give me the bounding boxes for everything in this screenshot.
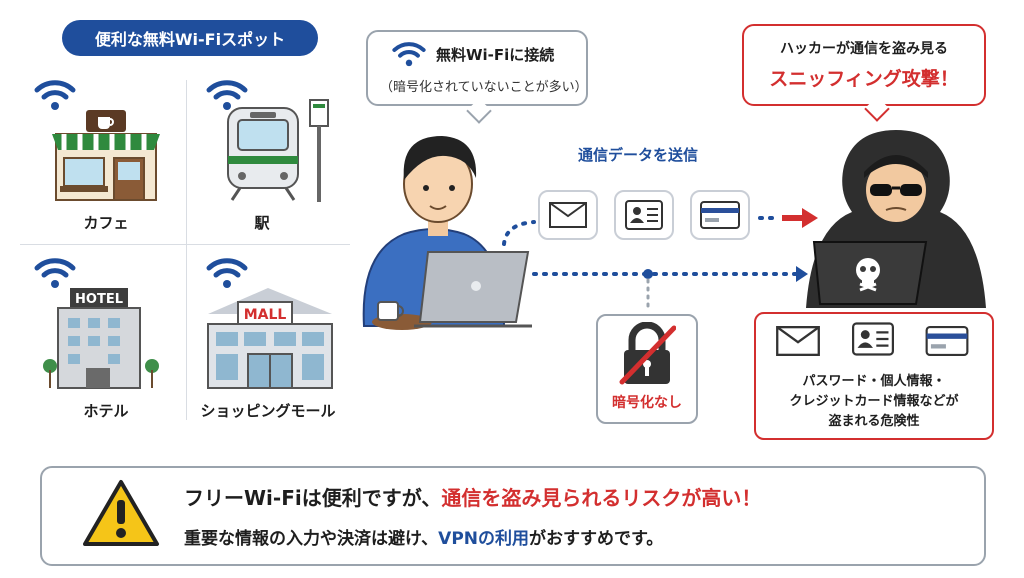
credit-card-icon xyxy=(925,326,969,356)
wifi-icon xyxy=(392,42,426,67)
spot-label-station: 駅 xyxy=(254,214,270,232)
wifi-icon xyxy=(206,258,248,288)
spot-label-mall: ショッピングモール xyxy=(200,402,336,420)
spot-label-cafe: カフェ xyxy=(83,214,129,232)
warning-headline: フリーWi-Fiは便利ですが、通信を盗み見られるリスクが高い！ xyxy=(184,482,761,511)
mall-sign: MALL xyxy=(244,307,287,323)
wifi-icon xyxy=(34,80,76,110)
danger-line-3: 盗まれる危険性 xyxy=(828,414,920,429)
train-icon xyxy=(227,99,329,202)
mall-icon: MALL xyxy=(207,288,333,389)
wifi-icon xyxy=(34,258,76,288)
warning-headline-risk: 通信を盗み見られるリスクが高い！ xyxy=(441,486,762,510)
send-data-label: 通信データを送信 xyxy=(578,146,699,164)
warning-advice-part-3: がおすすめです。 xyxy=(529,529,664,549)
hacker-bubble-caption: ハッカーが通信を盗み見る xyxy=(780,41,948,57)
warning-banner xyxy=(40,466,986,566)
unlocked-padlock-icon xyxy=(619,322,676,385)
data-flow-lines xyxy=(502,208,818,314)
wifi-icon xyxy=(206,80,248,110)
grid-divider-vertical xyxy=(186,80,187,420)
spot-label-hotel: ホテル xyxy=(83,402,129,420)
credit-card xyxy=(690,190,750,240)
grid-divider-horizontal xyxy=(20,244,350,245)
hacker-illustration xyxy=(806,130,986,308)
id-card-icon xyxy=(852,322,894,356)
warning-icon xyxy=(83,480,159,546)
hacker-speech-bubble xyxy=(742,24,986,106)
spots-title: 便利な無料Wi-Fiスポット xyxy=(62,20,318,56)
user-speech-bubble xyxy=(366,30,588,106)
user-bubble-title: 無料Wi-Fiに接続 xyxy=(436,46,555,64)
mail-card xyxy=(538,190,598,240)
danger-description: パスワード・個人情報・ クレジットカード情報などが 盗まれる危険性 xyxy=(754,372,994,432)
warning-advice: 重要な情報の入力や決済は避け、VPNの利用がおすすめです。 xyxy=(184,524,663,549)
danger-line-2: クレジットカード情報などが xyxy=(789,394,959,409)
credit-card-icon xyxy=(700,201,740,229)
user-bubble-note: （暗号化されていないことが多い） xyxy=(380,80,588,95)
id-card-icon xyxy=(625,200,663,230)
user-with-laptop-illustration xyxy=(362,136,532,330)
warning-advice-part-1: 重要な情報の入力や決済は避け、 xyxy=(184,529,439,549)
danger-line-1: パスワード・個人情報・ xyxy=(802,374,946,389)
cafe-icon xyxy=(52,110,160,201)
hotel-sign: HOTEL xyxy=(75,292,123,307)
no-encryption-label: 暗号化なし xyxy=(612,395,682,411)
sniffing-attack-title: スニッフィング攻撃！ xyxy=(769,68,959,90)
warning-advice-vpn: VPNの利用 xyxy=(438,529,529,549)
id-card xyxy=(614,190,674,240)
mail-icon xyxy=(776,326,820,356)
mail-icon xyxy=(549,202,587,228)
warning-headline-part-1: フリーWi-Fiは便利ですが、 xyxy=(184,486,442,510)
hotel-icon: HOTEL xyxy=(43,288,159,389)
